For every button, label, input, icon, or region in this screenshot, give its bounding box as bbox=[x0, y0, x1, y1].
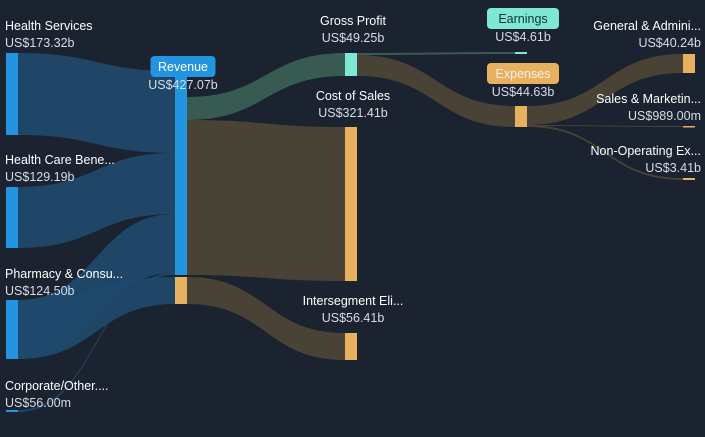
link-revenue-to-cost_of_sales bbox=[187, 120, 345, 281]
link-health_services-to-revenue bbox=[18, 53, 175, 153]
node-revenue bbox=[175, 71, 187, 275]
node-pharmacy bbox=[6, 300, 18, 359]
link-pharmacy-to-intersegment_in bbox=[18, 277, 175, 359]
node-ga bbox=[683, 54, 695, 73]
node-value-gross_profit: US$49.25b bbox=[322, 31, 385, 45]
node-value-cost_of_sales: US$321.41b bbox=[318, 106, 388, 120]
node-value-expenses: US$44.63b bbox=[492, 85, 555, 99]
link-health_care_benefits-to-revenue bbox=[18, 153, 175, 248]
link-expenses-to-non_operating bbox=[527, 125, 683, 180]
node-value-ga: US$40.24b bbox=[638, 36, 701, 50]
node-value-health_services: US$173.32b bbox=[5, 36, 75, 50]
node-label-health_care_benefits: Health Care Bene... bbox=[5, 153, 115, 167]
node-non_operating bbox=[683, 178, 695, 180]
pill-revenue bbox=[150, 56, 216, 77]
node-value-corporate: US$56.00m bbox=[5, 396, 71, 410]
node-value-pharmacy: US$124.50b bbox=[5, 284, 75, 298]
node-label-non_operating: Non-Operating Ex... bbox=[591, 144, 701, 158]
node-health_services bbox=[6, 53, 18, 135]
link-gross_profit-to-expenses bbox=[357, 55, 515, 127]
node-label-ga: General & Admini... bbox=[593, 19, 701, 33]
node-intersegment bbox=[345, 333, 357, 360]
node-expenses bbox=[515, 106, 527, 127]
node-value-revenue: US$427.07b bbox=[148, 78, 218, 92]
node-cost_of_sales bbox=[345, 127, 357, 281]
node-sales_marketing bbox=[683, 126, 695, 128]
node-earnings bbox=[515, 52, 527, 54]
link-revenue-to-gross_profit bbox=[187, 53, 345, 120]
link-expenses-to-ga bbox=[527, 54, 683, 125]
node-label-corporate: Corporate/Other.... bbox=[5, 379, 109, 393]
link-corporate-to-revenue bbox=[18, 273, 175, 412]
node-value-health_care_benefits: US$129.19b bbox=[5, 170, 75, 184]
sankey-links bbox=[18, 52, 683, 412]
node-label-sales_marketing: Sales & Marketin... bbox=[596, 92, 701, 106]
link-gross_profit-to-earnings bbox=[357, 52, 515, 55]
link-intersegment_in-to-intersegment bbox=[187, 277, 345, 360]
node-gross_profit bbox=[345, 53, 357, 76]
node-value-non_operating: US$3.41b bbox=[645, 161, 701, 175]
sankey-nodes bbox=[6, 52, 695, 412]
node-value-sales_marketing: US$989.00m bbox=[628, 109, 701, 123]
pill-expenses bbox=[487, 63, 559, 84]
node-label-intersegment: Intersegment Eli... bbox=[303, 294, 404, 308]
node-value-earnings: US$4.61b bbox=[495, 30, 551, 44]
node-label-cost_of_sales: Cost of Sales bbox=[316, 89, 390, 103]
node-label-gross_profit: Gross Profit bbox=[320, 14, 387, 28]
node-intersegment_in bbox=[175, 277, 187, 304]
node-corporate bbox=[6, 410, 18, 412]
pill-earnings bbox=[487, 8, 559, 29]
node-label-revenue: Revenue bbox=[158, 60, 208, 74]
link-expenses-to-sales_marketing bbox=[527, 125, 683, 127]
node-label-health_services: Health Services bbox=[5, 19, 93, 33]
node-value-intersegment: US$56.41b bbox=[322, 311, 385, 325]
node-label-pharmacy: Pharmacy & Consu... bbox=[5, 267, 123, 281]
node-label-expenses: Expenses bbox=[496, 67, 551, 81]
node-label-earnings: Earnings bbox=[498, 12, 547, 26]
node-health_care_benefits bbox=[6, 187, 18, 248]
